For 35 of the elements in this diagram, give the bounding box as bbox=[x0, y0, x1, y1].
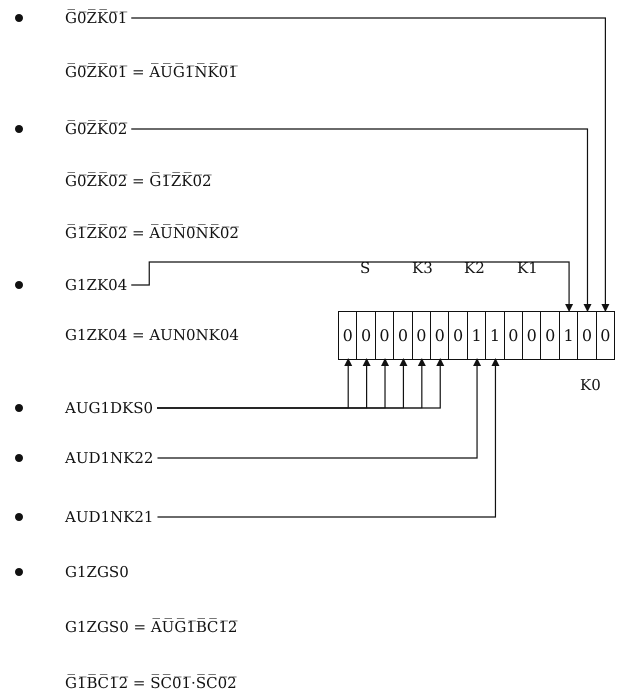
register-bit: 1 bbox=[468, 312, 486, 359]
register-bit: 0 bbox=[376, 312, 394, 359]
register-bit: 0 bbox=[357, 312, 376, 359]
register-bit: 0 bbox=[504, 312, 524, 359]
arrow bbox=[157, 358, 482, 459]
equation: G1ZK04 = AUN0NK04 bbox=[65, 325, 239, 345]
register-bit: 0 bbox=[596, 312, 614, 359]
arrow bbox=[131, 17, 610, 312]
signal-name: G̅0̅Z̅K̅0̅2̅ bbox=[65, 119, 128, 139]
equation: G̅1̅Z̅K̅0̅2̅ = A̅U̅N̅0̅N̅K̅0̅2̅ bbox=[65, 223, 239, 243]
register-bit: 0 bbox=[339, 312, 358, 359]
equation: G1ZGS0 = A̅U̅G̅1̅B̅C̅1̅2̅ bbox=[65, 617, 238, 637]
signal-name: AUD1NK22 bbox=[65, 448, 154, 468]
equation: G̅0̅Z̅K̅0̅1̅ = A̅U̅G̅1̅N̅K̅0̅1̅ bbox=[65, 62, 238, 82]
equation: G̅0̅Z̅K̅0̅2̅ = G̅1̅Z̅K̅0̅2̅ bbox=[65, 171, 212, 191]
arrow bbox=[131, 128, 592, 312]
register-bit: 0 bbox=[431, 312, 450, 359]
register-bit: 0 bbox=[412, 312, 432, 359]
register-box bbox=[338, 311, 615, 360]
equation: G1ZGS0 bbox=[65, 562, 129, 582]
register-bit: 1 bbox=[486, 312, 505, 359]
register-bit: 1 bbox=[560, 312, 578, 359]
arrow bbox=[131, 261, 574, 312]
register-bit: 0 bbox=[449, 312, 468, 359]
signal-name: AUG1DKS0 bbox=[65, 398, 154, 418]
register-bit: 0 bbox=[523, 312, 542, 359]
signal-name: G1ZK04 bbox=[65, 275, 128, 295]
register-bit: 0 bbox=[541, 312, 560, 359]
register-bit: 0 bbox=[394, 312, 413, 359]
signal-name: G̅0̅Z̅K̅0̅1̅ bbox=[65, 8, 128, 28]
signal-name: AUD1NK21 bbox=[65, 507, 154, 527]
arrow bbox=[157, 358, 500, 518]
equation: G̅1̅B̅C̅1̅2̅ = S̅C̅0̅1̅·S̅C̅0̅2̅ bbox=[65, 673, 237, 692]
register-bit: 0 bbox=[578, 312, 597, 359]
register-field-label: K0 bbox=[580, 375, 601, 395]
